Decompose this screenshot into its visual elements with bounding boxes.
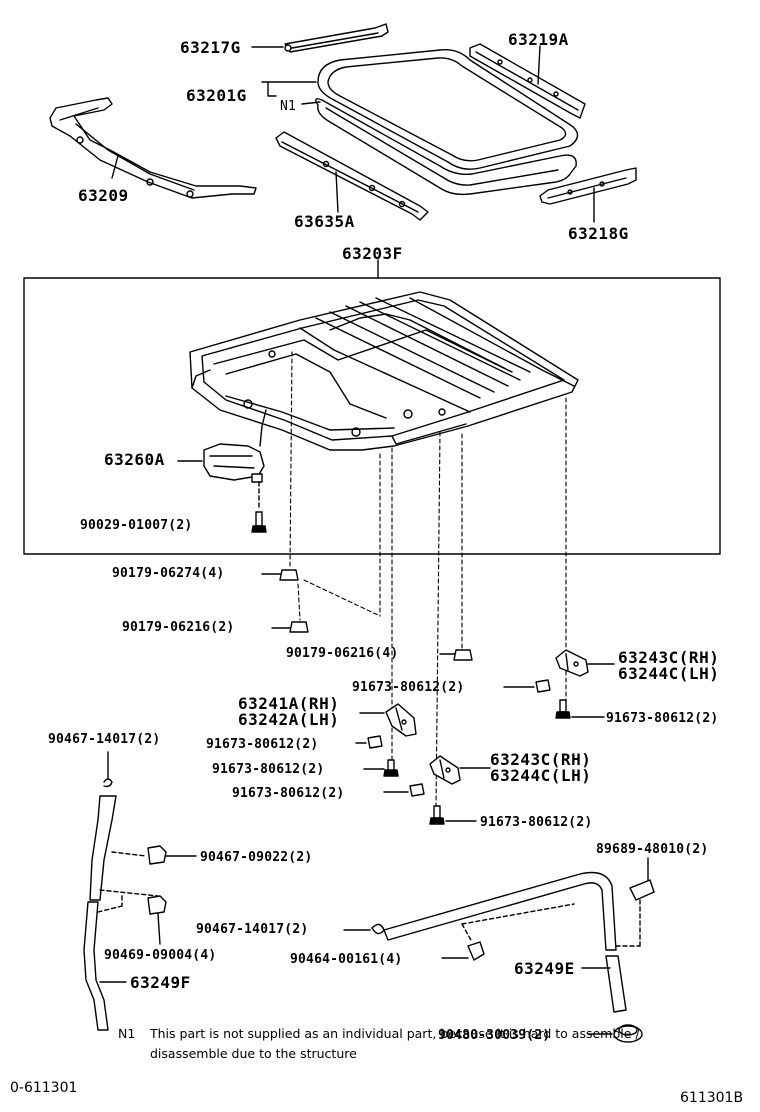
label-90179-06274: 90179-06274(4) <box>112 566 225 581</box>
label-90469-09004: 90469-09004(4) <box>104 948 217 963</box>
label-90179-06216-b: 90179-06216(4) <box>286 646 399 661</box>
part-63260a-drawing <box>177 409 267 483</box>
label-63217g: 63217G <box>180 38 241 57</box>
footnote-line-1: This part is not supplied as an individu… <box>150 1026 640 1041</box>
part-63203f-drawing <box>189 291 579 451</box>
clip-90467-09022-drawing <box>147 845 197 865</box>
clip-90464-drawing <box>441 941 485 961</box>
label-91673-80612-f: 91673-80612(2) <box>480 815 593 830</box>
label-63244c-lh-a: 63244C(LH) <box>618 664 720 683</box>
bolt-90029-drawing <box>251 481 267 533</box>
footnote-line-2: disassemble due to the structure <box>150 1046 357 1061</box>
label-63209: 63209 <box>78 186 129 205</box>
label-91673-80612-e: 91673-80612(2) <box>232 786 345 801</box>
label-63203f: 63203F <box>342 244 403 263</box>
clip-89689-drawing <box>629 857 655 901</box>
label-63241a-rh: 63241A(RH) <box>238 694 340 713</box>
page-ref-right: 611301B <box>680 1090 744 1106</box>
footnote-mark: N1 <box>118 1026 136 1041</box>
label-63201g: 63201G <box>186 86 247 105</box>
label-90029-01007: 90029-01007(2) <box>80 518 193 533</box>
hose-63249e-drawing <box>383 871 641 1013</box>
label-63249e: 63249E <box>514 959 575 978</box>
label-90467-09022: 90467-09022(2) <box>200 850 313 865</box>
housing-box <box>23 259 721 555</box>
part-63635a-drawing <box>275 131 429 221</box>
hose-63249f-drawing <box>83 751 159 1031</box>
label-63244c-lh-b: 63244C(LH) <box>490 766 592 785</box>
label-63242a-lh: 63242A(LH) <box>238 710 340 729</box>
label-63243c-rh-a: 63243C(RH) <box>618 648 720 667</box>
label-90480-30039: 90480-30039(2) <box>438 1028 551 1043</box>
part-63201g-drawing <box>261 49 579 196</box>
grommet-90480-drawing <box>587 1024 643 1043</box>
label-63249f: 63249F <box>130 973 191 992</box>
clip-90469-09004-drawing <box>147 895 167 945</box>
label-90464-00161: 90464-00161(4) <box>290 952 403 967</box>
label-91673-80612-d: 91673-80612(2) <box>212 762 325 777</box>
label-91673-80612-c: 91673-80612(2) <box>206 737 319 752</box>
bracket-63241a-drawing <box>355 703 417 777</box>
label-63241a-63242a: 63241A(RH) 63242A(LH) <box>238 696 339 728</box>
label-63218g: 63218G <box>568 224 629 243</box>
label-63219a: 63219A <box>508 30 569 49</box>
label-90467-14017-b: 90467-14017(2) <box>196 922 309 937</box>
nut-90179-06216a-drawing <box>271 621 309 633</box>
label-63243c-rh-b: 63243C(RH) <box>490 750 592 769</box>
label-63243c-63244c-right: 63243C(RH) 63244C(LH) <box>618 650 719 682</box>
nut-90179-06216b-drawing <box>439 649 473 661</box>
label-63243c-63244c-lower: 63243C(RH) 63244C(LH) <box>490 752 591 784</box>
label-89689-48010: 89689-48010(2) <box>596 842 709 857</box>
label-90467-14017-a: 90467-14017(2) <box>48 732 161 747</box>
bracket-63243c-lower-drawing <box>383 755 491 825</box>
label-63635a: 63635A <box>294 212 355 231</box>
page-ref-left: 0-611301 <box>10 1080 78 1096</box>
bracket-63243c-right-drawing <box>503 649 615 719</box>
part-63209-drawing <box>49 97 257 199</box>
clamp-90467-14017b-drawing <box>343 923 385 935</box>
part-63219a-drawing <box>469 43 586 119</box>
nut-90179-06274-drawing <box>261 569 299 581</box>
label-91673-80612-a: 91673-80612(2) <box>352 680 465 695</box>
label-63260a: 63260A <box>104 450 165 469</box>
part-63217g-drawing <box>251 23 389 53</box>
label-n1: N1 <box>280 99 297 114</box>
part-63218g-drawing <box>539 167 637 223</box>
label-90179-06216-a: 90179-06216(2) <box>122 620 235 635</box>
label-91673-80612-b: 91673-80612(2) <box>606 711 719 726</box>
